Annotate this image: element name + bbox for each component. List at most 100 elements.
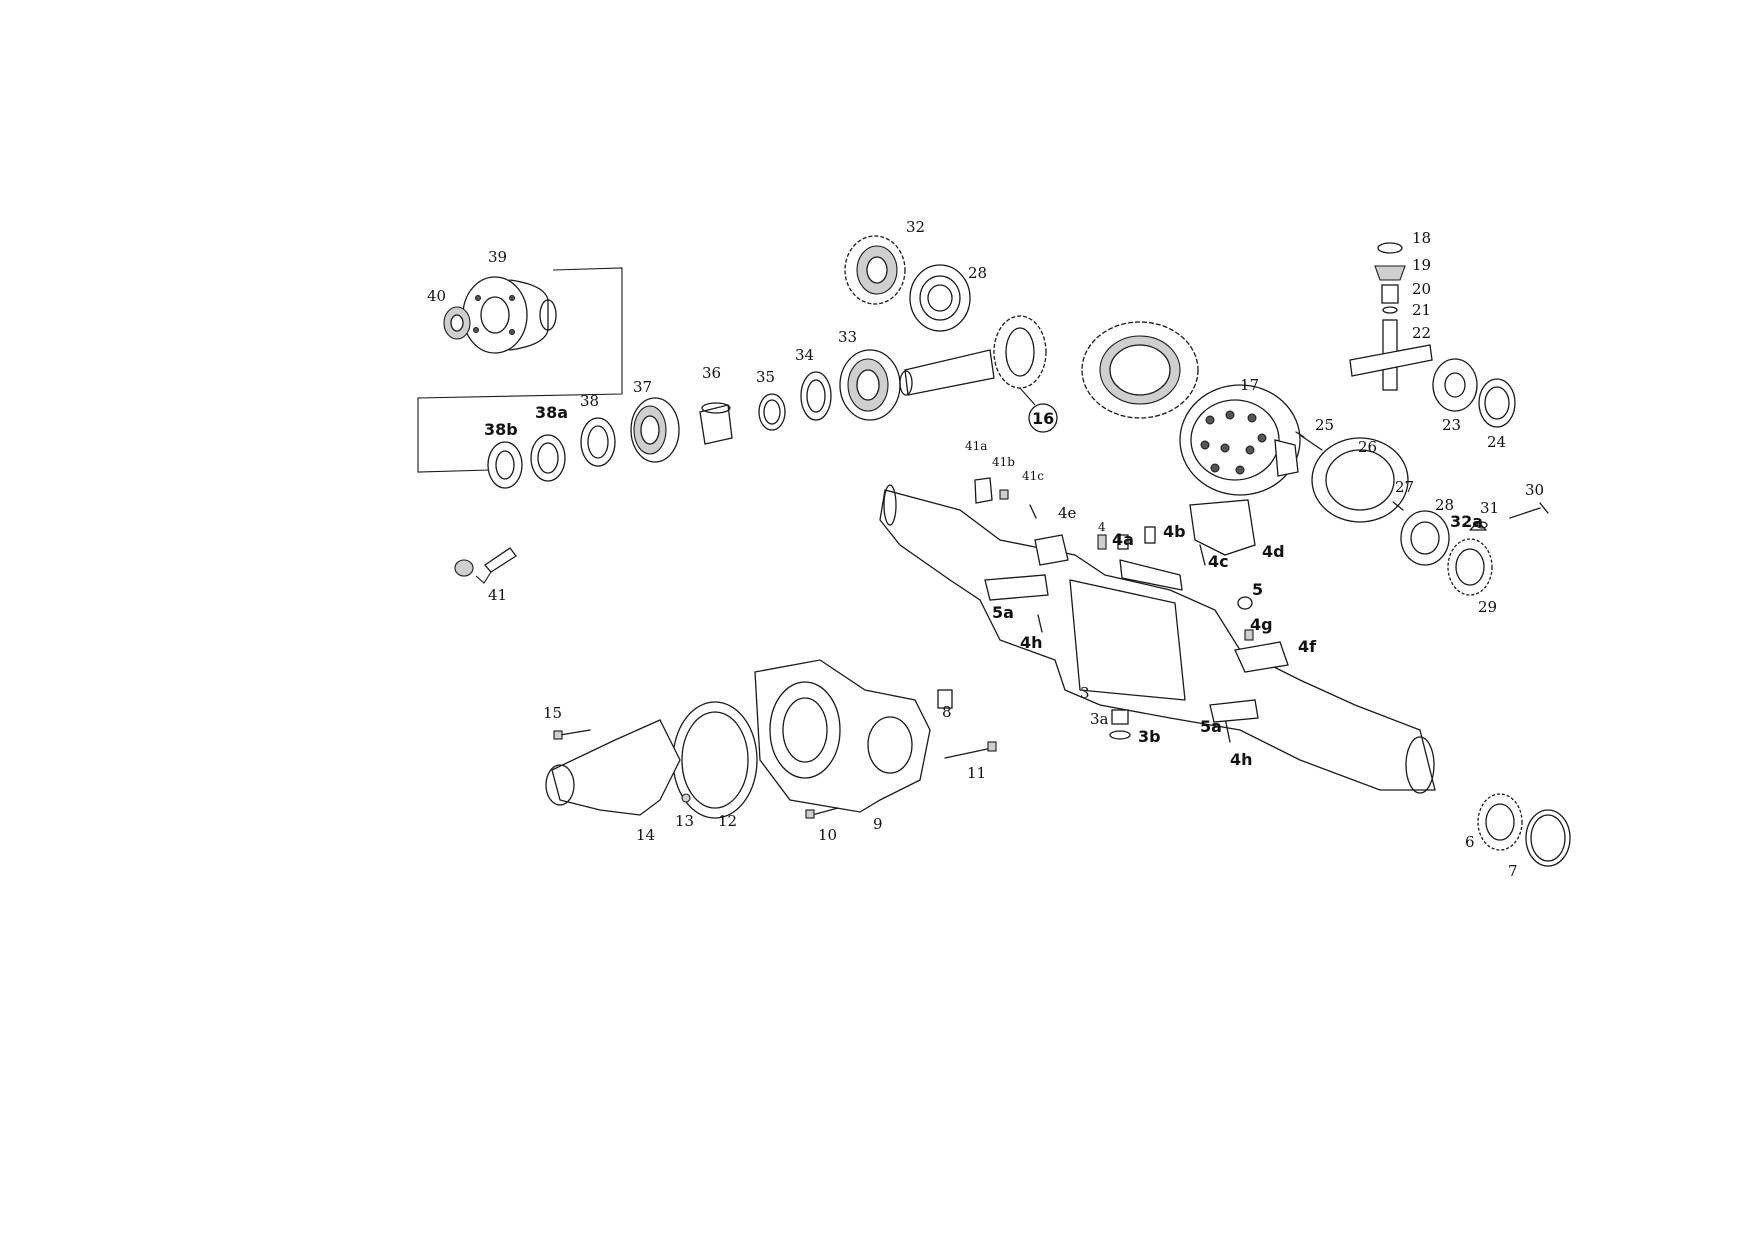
label-41a: 41a: [965, 439, 987, 453]
label-16: 16: [1032, 409, 1054, 428]
label-37: 37: [633, 378, 652, 396]
part-5-bush: [1237, 596, 1253, 610]
part-36-spacer-sleeve: [699, 402, 733, 445]
part-22-spider: [1349, 319, 1433, 391]
part-19-bevel-gear: [1374, 265, 1406, 281]
label-33: 33: [838, 328, 857, 346]
part-24-thrust-washer: [1478, 378, 1516, 428]
label-32: 32: [906, 218, 925, 236]
part-35-shim: [758, 393, 786, 431]
label-22: 22: [1412, 324, 1431, 342]
part-16-pinion-shaft: [899, 315, 1047, 396]
part-14-cover: [545, 719, 681, 816]
part-7-washer: [1525, 809, 1571, 867]
part-31-lockplate: [1476, 521, 1488, 529]
label-5: 5: [1252, 580, 1263, 599]
label-17: 17: [1240, 376, 1259, 394]
label-4c: 4c: [1208, 552, 1229, 571]
part-34-ring: [800, 371, 832, 421]
part-4g-bush: [1244, 629, 1254, 641]
label-3a: 3a: [1090, 710, 1109, 728]
label-39: 39: [488, 248, 507, 266]
part-33-roller-bearing: [839, 349, 901, 421]
label-4h-right: 4h: [1230, 750, 1253, 769]
label-12: 12: [718, 812, 737, 830]
label-5a-left: 5a: [992, 603, 1014, 622]
label-38a: 38a: [535, 403, 568, 422]
label-4: 4: [1098, 520, 1106, 534]
part-5a-clamp-right: [1209, 699, 1259, 723]
part-37-taper-bearing: [630, 397, 680, 463]
part-4h-bolt-left: [1037, 614, 1043, 633]
part-4a-plug: [1117, 534, 1129, 550]
callout-circle-16: [1028, 403, 1058, 433]
part-26-lock-ring: [1311, 437, 1409, 523]
label-29: 29: [1478, 598, 1497, 616]
part-38a-ring: [530, 434, 566, 482]
label-15: 15: [543, 704, 562, 722]
label-21: 21: [1412, 301, 1431, 319]
part-6-nut: [1477, 793, 1523, 851]
label-18: 18: [1412, 229, 1431, 247]
part-41c-screw: [1029, 504, 1037, 519]
label-38: 38: [580, 392, 599, 410]
part-4h-bolt-right: [1224, 717, 1231, 743]
label-13: 13: [675, 812, 694, 830]
label-41: 41: [488, 586, 507, 604]
part-15-bolt: [553, 729, 591, 740]
part-32-spur-gear: [844, 235, 906, 305]
part-4e-bracket: [1034, 534, 1069, 566]
part-4b-plug: [1144, 526, 1156, 544]
part-3a-plug: [1111, 709, 1129, 725]
label-19: 19: [1412, 256, 1431, 274]
label-31: 31: [1480, 499, 1499, 517]
part-28-bearing-upper: [909, 264, 971, 332]
part-41b-nut: [999, 489, 1009, 500]
label-4f: 4f: [1298, 637, 1317, 656]
part-9-carrier-housing: [754, 659, 931, 813]
part-18-washer: [1377, 242, 1403, 254]
label-32a: 32a: [1450, 512, 1483, 531]
label-3b: 3b: [1138, 727, 1161, 746]
part-4d-bracket: [1189, 499, 1256, 556]
grouping-bracket: [417, 267, 623, 473]
label-28-lower: 28: [1435, 496, 1454, 514]
part-17-differential-case: [1179, 384, 1301, 496]
label-30: 30: [1525, 481, 1544, 499]
part-5a-clamp-left: [984, 574, 1049, 601]
label-25: 25: [1315, 416, 1334, 434]
part-38b-seal: [487, 441, 523, 489]
part-16-crown-wheel: [1081, 321, 1199, 419]
label-40: 40: [427, 287, 446, 305]
part-12-gasket: [672, 701, 758, 819]
label-6: 6: [1465, 833, 1475, 851]
label-14: 14: [636, 826, 655, 844]
part-3b-seal: [1109, 730, 1131, 740]
label-4a: 4a: [1112, 530, 1134, 549]
label-4e: 4e: [1058, 504, 1077, 522]
label-4b: 4b: [1163, 522, 1186, 541]
part-23-side-gear: [1432, 358, 1478, 412]
part-38-ring: [580, 417, 616, 467]
label-41c: 41c: [1022, 469, 1044, 483]
callout-labels: 39 40 38b 38a 38 37 36 35 34 33 32 28 16…: [427, 218, 1544, 880]
label-7: 7: [1508, 862, 1518, 880]
label-10: 10: [818, 826, 837, 844]
label-9: 9: [873, 815, 883, 833]
label-35: 35: [756, 368, 775, 386]
label-4g: 4g: [1250, 615, 1273, 634]
part-21-ring: [1382, 306, 1398, 314]
label-8: 8: [942, 703, 952, 721]
part-13-plug: [681, 793, 691, 803]
part-11-bolt: [944, 741, 997, 759]
label-4d: 4d: [1262, 542, 1285, 561]
part-30-bolt: [1509, 502, 1549, 519]
label-3: 3: [1080, 684, 1090, 702]
label-38b: 38b: [484, 420, 518, 439]
label-4h-left: 4h: [1020, 633, 1043, 652]
part-40-flange-nut: [443, 306, 471, 340]
part-27-pin: [1392, 501, 1404, 511]
part-4-breather: [1097, 534, 1107, 550]
part-8-bush: [937, 689, 953, 709]
